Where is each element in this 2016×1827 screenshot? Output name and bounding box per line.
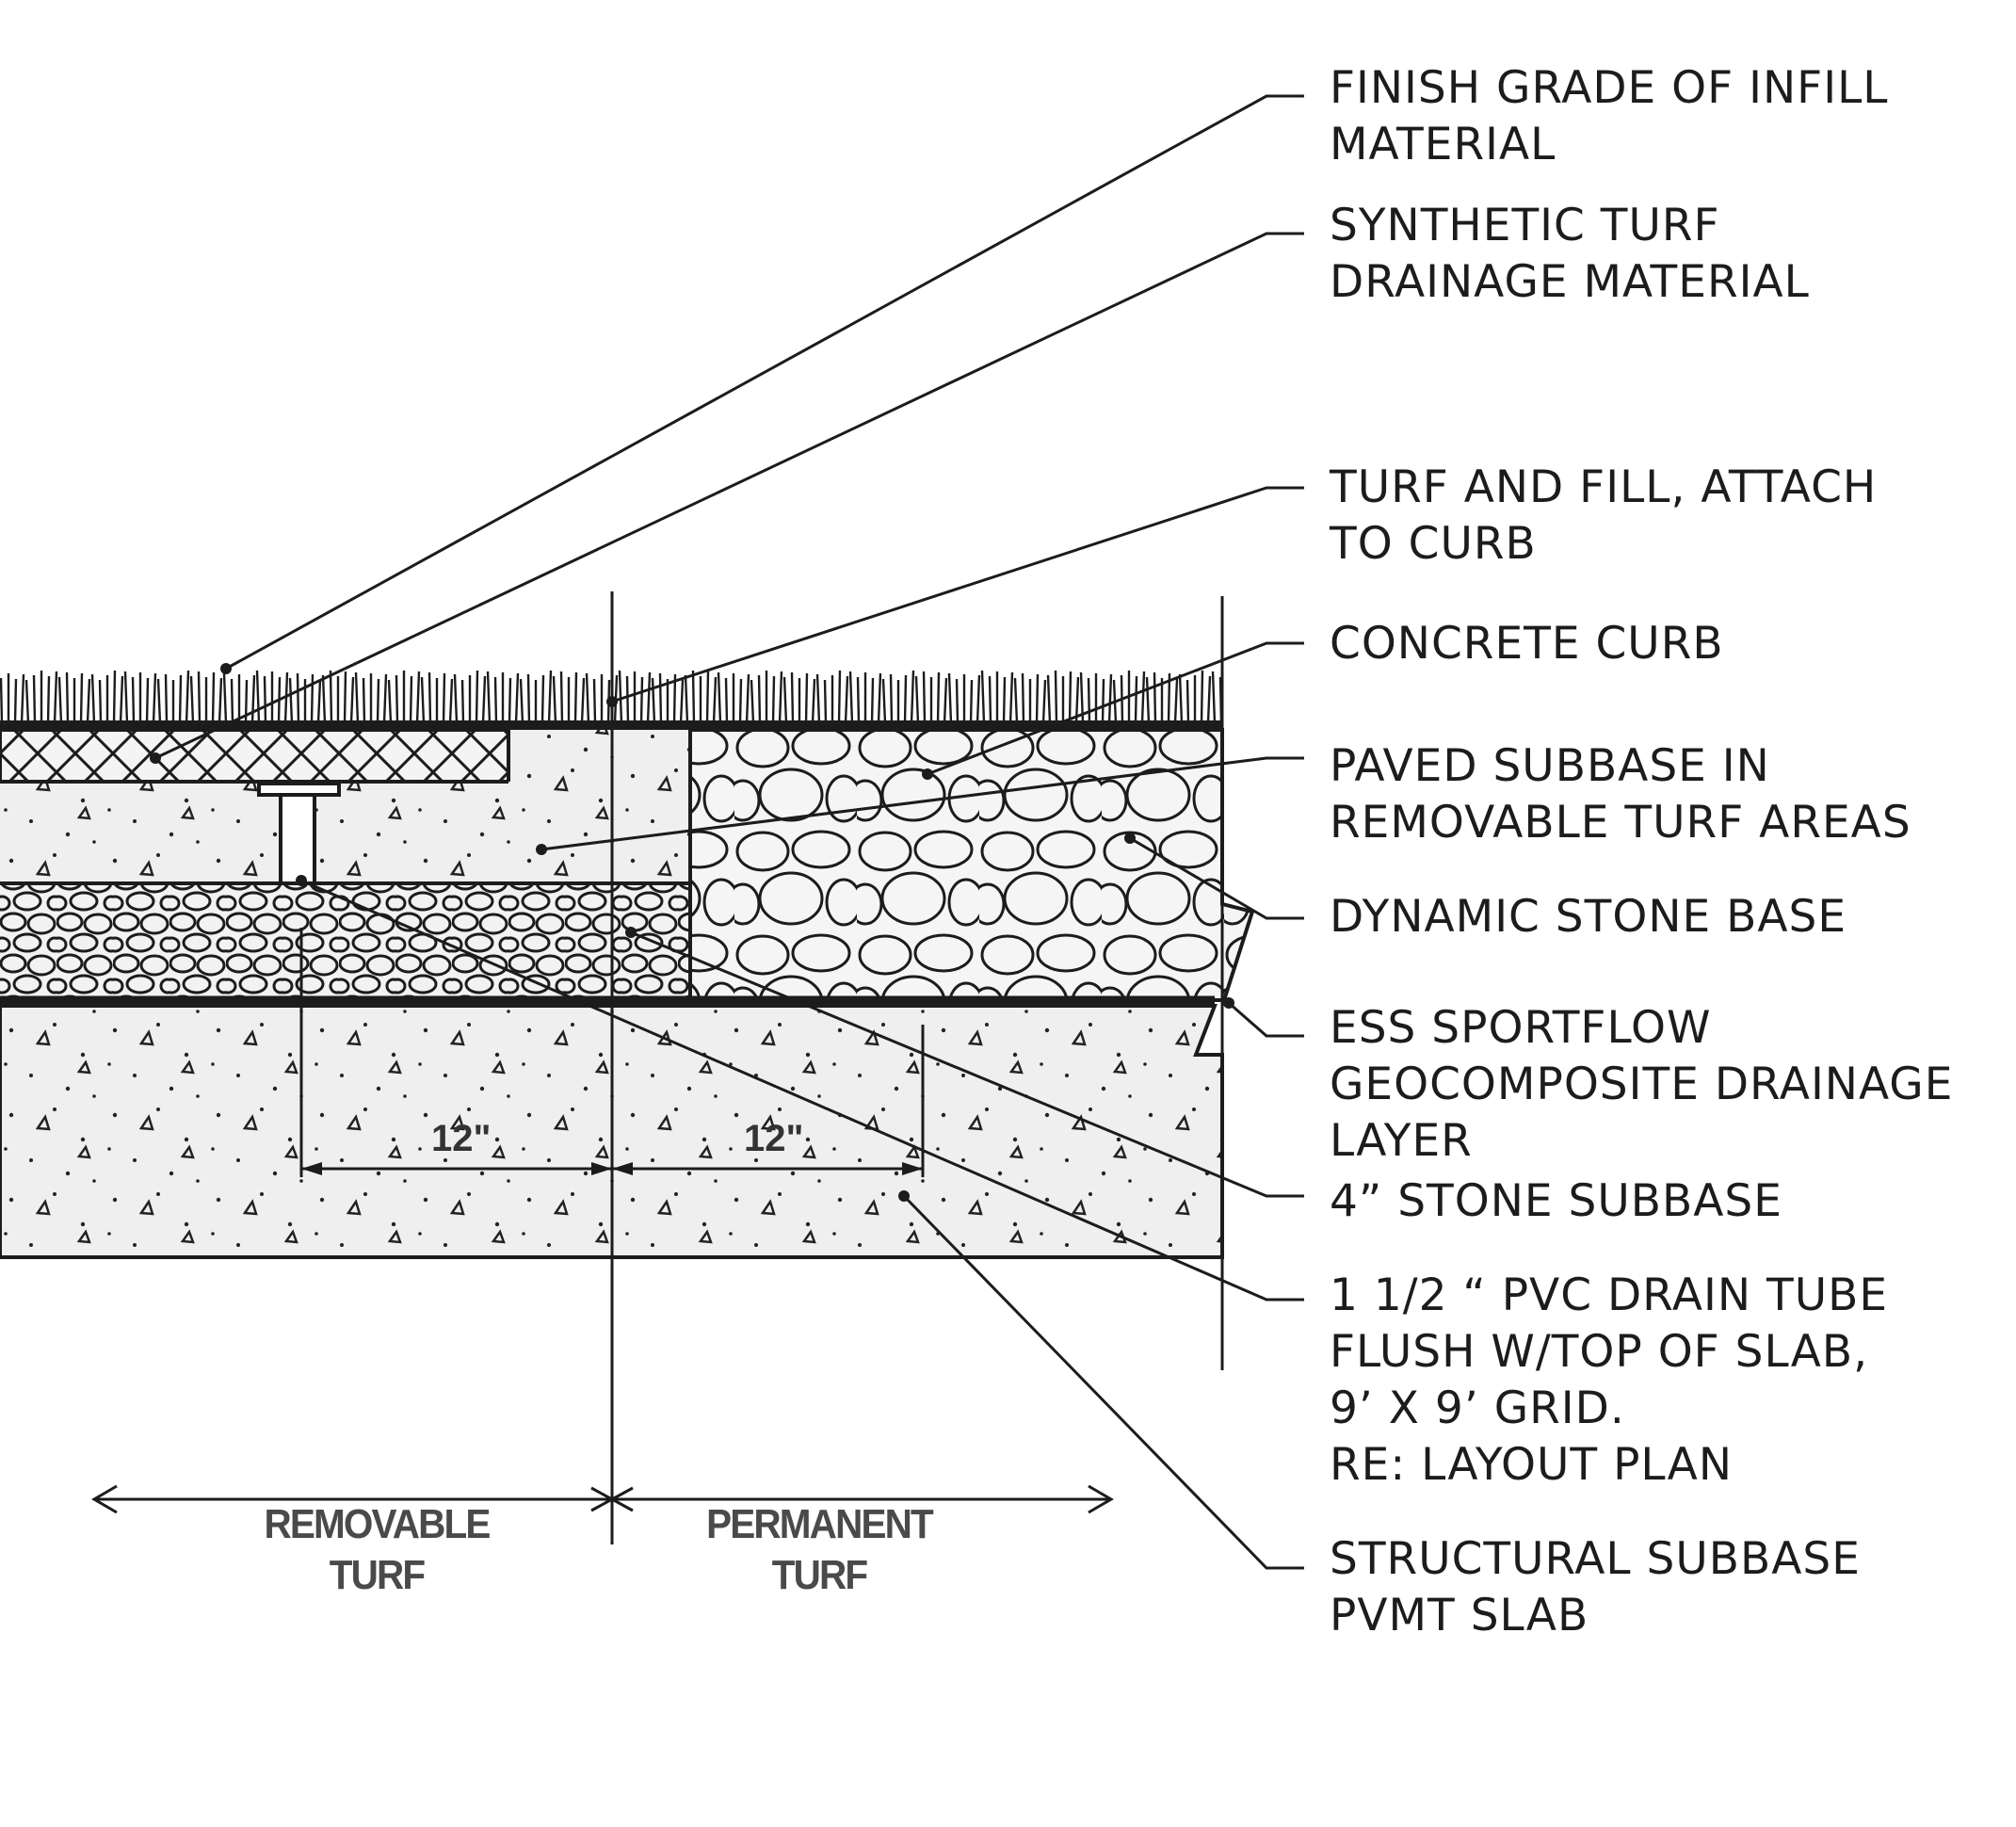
- paved-subbase-layer: [0, 782, 690, 883]
- callout-dynamic-stone: DYNAMIC STONE BASE: [1330, 891, 1847, 943]
- callout-ess-sportflow: ESS SPORTFLOW GEOCOMPOSITE DRAINAGE LAYE…: [1330, 1002, 1954, 1167]
- zone-label-permanent: PERMANENT TURF: [706, 1501, 934, 1598]
- dimension-label-left: 12": [431, 1118, 491, 1159]
- callout-stone-subbase: 4” STONE SUBBASE: [1330, 1175, 1782, 1227]
- leader-stone-subbase: [630, 930, 1304, 1198]
- dimension-lines: [299, 928, 925, 1177]
- callout-turf-fill: TURF AND FILL, ATTACH TO CURB: [1330, 461, 1878, 570]
- callout-paved-subbase: PAVED SUBBASE IN REMOVABLE TURF AREAS: [1330, 740, 1911, 849]
- callout-pvc-drain: 1 1/2 “ PVC DRAIN TUBE FLUSH W/TOP OF SL…: [1330, 1269, 1889, 1491]
- leader-turf-fill: [611, 486, 1304, 703]
- leader-dynamic-stone: [1129, 836, 1304, 920]
- paved-subbase-strip-right: [508, 730, 690, 782]
- zone-label-removable: REMOVABLE TURF: [264, 1501, 491, 1598]
- callout-finish-grade: FINISH GRADE OF INFILL MATERIAL: [1330, 62, 1889, 170]
- callout-structural-subbase: STRUCTURAL SUBBASE PVMT SLAB: [1330, 1533, 1861, 1641]
- drainage-material-layer: [0, 728, 510, 784]
- dimension-label-right: 12": [744, 1118, 803, 1159]
- leader-arrowheads: [150, 663, 1234, 1202]
- stone-subbase-layer: [0, 883, 690, 1000]
- leader-pvc-drain: [300, 879, 1304, 1302]
- leader-ess-sportflow: [1228, 1001, 1304, 1038]
- callout-drainage-material: SYNTHETIC TURF DRAINAGE MATERIAL: [1330, 200, 1810, 308]
- callout-concrete-curb: CONCRETE CURB: [1330, 618, 1724, 670]
- leader-finish-grade: [225, 94, 1304, 671]
- synthetic-turf-blades: [0, 670, 1223, 724]
- leader-concrete-curb: [927, 641, 1304, 776]
- callout-leader-lines: [154, 94, 1304, 1570]
- leader-drainage-material: [154, 232, 1304, 760]
- leader-paved-subbase: [540, 756, 1304, 851]
- zone-extent-arrows: [91, 1484, 1114, 1514]
- turf-blade-strokes: [0, 670, 1223, 724]
- leader-structural-subbase: [902, 1194, 1304, 1570]
